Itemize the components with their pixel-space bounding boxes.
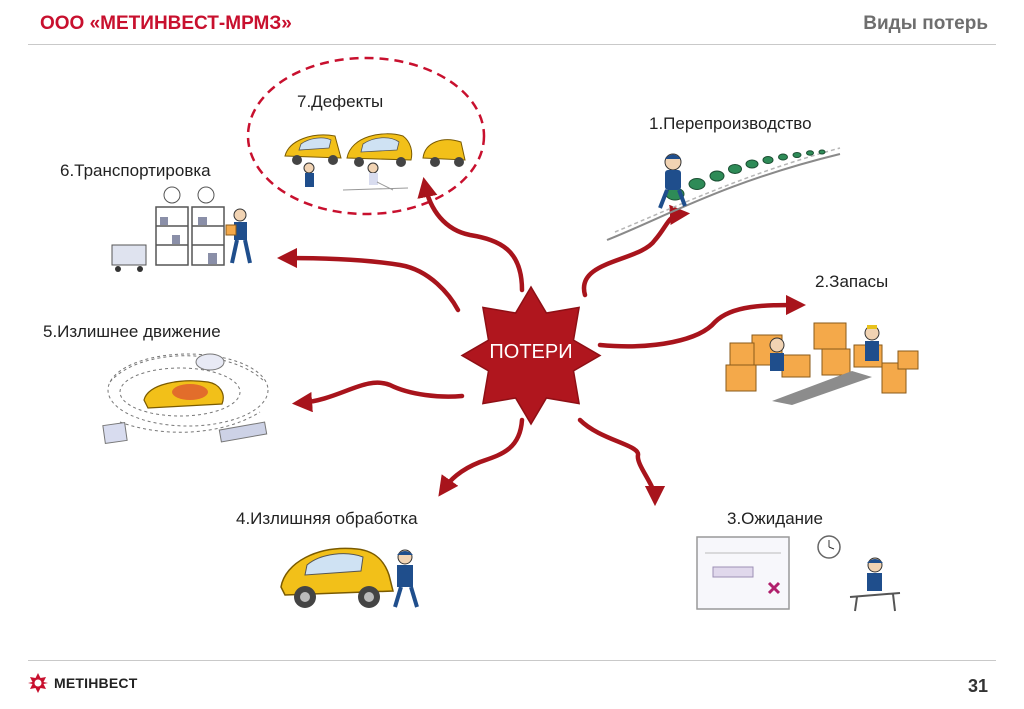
label-excess-motion: 5.Излишнее движение — [43, 322, 221, 341]
arrow-transportation — [276, 247, 461, 313]
label-overprocessing: 4.Излишняя обработка — [236, 509, 418, 528]
arrow-overprocessing — [438, 417, 525, 497]
arrow-defects — [417, 177, 525, 293]
header-divider — [28, 44, 996, 45]
company-title: ООО «МЕТИНВЕСТ-МРМЗ» — [40, 13, 292, 34]
center-label: ПОТЕРИ — [489, 341, 573, 363]
logo-text: METIHBECT — [54, 675, 138, 691]
label-waiting: 3.Ожидание — [727, 509, 823, 528]
label-inventory: 2.Запасы — [815, 272, 889, 291]
defects-highlight-ellipse — [246, 56, 486, 216]
footer-divider — [28, 660, 996, 661]
waiting-icon — [696, 535, 901, 612]
metinvest-star-icon — [28, 673, 48, 693]
overproduction-icon — [606, 147, 841, 241]
center-star-shape — [460, 285, 602, 426]
metinvest-logo: METIHBECT — [28, 673, 137, 693]
excess-motion-icon — [102, 353, 269, 445]
label-overproduction: 1.Перепроизводство — [649, 114, 812, 133]
transportation-icon — [111, 186, 252, 272]
arrow-waiting — [577, 417, 666, 507]
label-transportation: 6.Транспортировка — [60, 161, 211, 180]
page-number: 31 — [967, 676, 988, 696]
label-defects: 7.Дефекты — [297, 92, 384, 111]
overprocessing-car-icon — [280, 547, 419, 608]
arrow-excess-motion — [291, 380, 465, 413]
slide-title: Виды потерь — [863, 13, 988, 34]
arrow-overproduction — [581, 204, 691, 298]
defects-cars-icon — [284, 133, 466, 191]
arrow-inventory — [597, 294, 807, 349]
inventory-boxes-icon — [725, 322, 919, 405]
